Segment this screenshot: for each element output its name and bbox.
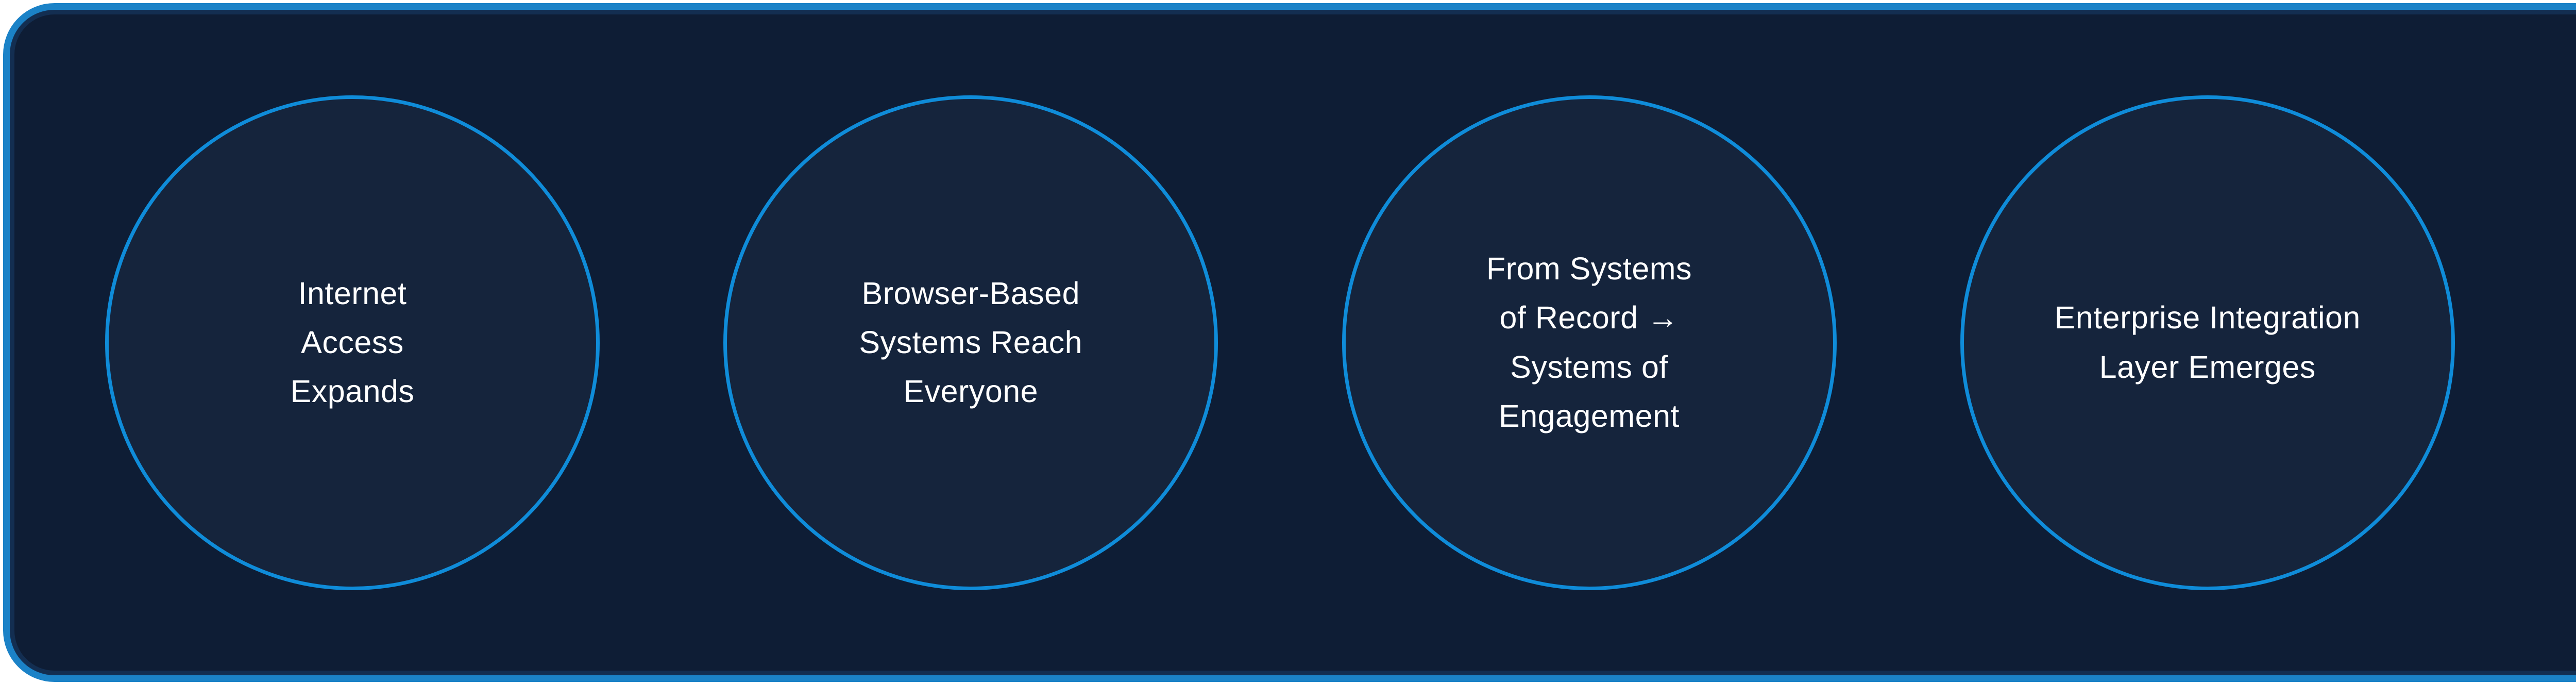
circle-label-internet-access-expands: Internet Access Expands [290,275,415,409]
circle-label-browser-based-systems: Browser-Based Systems Reach Everyone [859,275,1083,409]
circle-label-enterprise-integration-layer: Enterprise Integration Layer Emerges [2054,300,2361,385]
stage-circle-systems-of-record-to-engagement: From Systems of Record → Systems of Enga… [1342,95,1837,590]
timeline-card: Internet Access Expands Browser-Based Sy… [3,3,2576,682]
stage-circle-internet-access-expands: Internet Access Expands [105,95,600,590]
stage-circle-browser-based-systems: Browser-Based Systems Reach Everyone [723,95,1218,590]
stage-circle-enterprise-integration-layer: Enterprise Integration Layer Emerges [1960,95,2455,590]
circle-label-systems-of-record-to-engagement: From Systems of Record → Systems of Enga… [1486,251,1692,434]
